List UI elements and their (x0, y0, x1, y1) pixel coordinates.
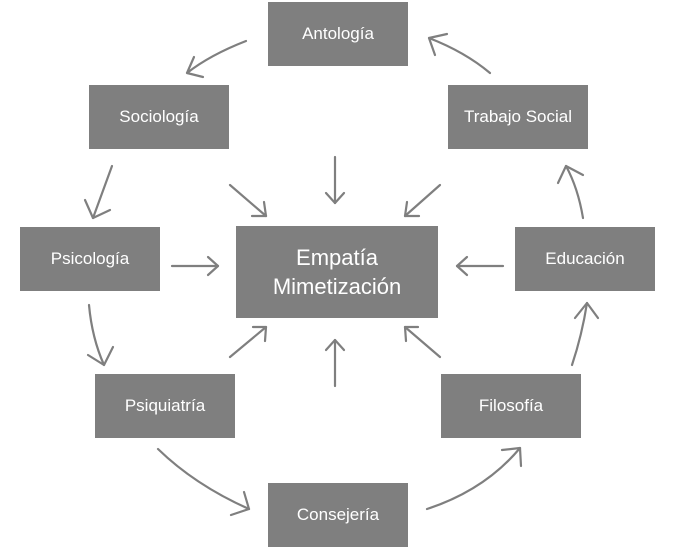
node-consejeria: Consejería (268, 483, 408, 547)
arrow-psiquiatria-to-consejeria (156, 447, 251, 517)
arrow-filosofia-to-educacion (570, 301, 600, 367)
arrow-antologia-to-center (324, 155, 346, 205)
node-label: Consejería (296, 505, 380, 524)
node-label: Filosofía (478, 396, 544, 415)
node-label: Psiquiatría (124, 396, 206, 415)
node-label: Sociología (119, 107, 199, 126)
arrow-antologia-to-sociologia (185, 39, 248, 79)
node-educacion: Educación (515, 227, 655, 291)
node-label: Educación (545, 249, 625, 268)
arrow-sociologia-to-psicologia (83, 164, 114, 220)
node-label: Antología (302, 24, 374, 43)
node-psicologia: Psicología (20, 227, 160, 291)
node-filosofia: Filosofía (441, 374, 581, 438)
node-antologia: Antología (268, 2, 408, 66)
arrow-psiquiatria-to-center (228, 325, 268, 359)
center-node-line1: Empatía (296, 245, 378, 270)
arrow-trabajo-social-to-center (403, 183, 442, 218)
arrow-psicologia-to-center (170, 255, 220, 277)
node-psiquiatria: Psiquiatría (95, 374, 235, 438)
arrow-psicologia-to-psiquiatria (86, 303, 115, 367)
arrow-educacion-to-center (455, 255, 505, 277)
arrow-filosofia-to-center (403, 325, 442, 359)
node-trabajo-social: Trabajo Social (448, 85, 588, 149)
arrow-trabajo-social-to-antologia (427, 32, 492, 75)
arrow-educacion-to-trabajo-social (556, 164, 585, 220)
arrow-sociologia-to-center (228, 183, 268, 218)
node-label: Psicología (50, 249, 130, 268)
node-sociologia: Sociología (89, 85, 229, 149)
node-label: Trabajo Social (463, 107, 573, 126)
center-node-line2: Mimetización (272, 274, 402, 299)
center-node-empatia-mimetizacion: Empatía Mimetización (236, 226, 438, 318)
arrow-consejeria-to-center (324, 338, 346, 388)
arrow-consejeria-to-filosofia (425, 446, 523, 511)
